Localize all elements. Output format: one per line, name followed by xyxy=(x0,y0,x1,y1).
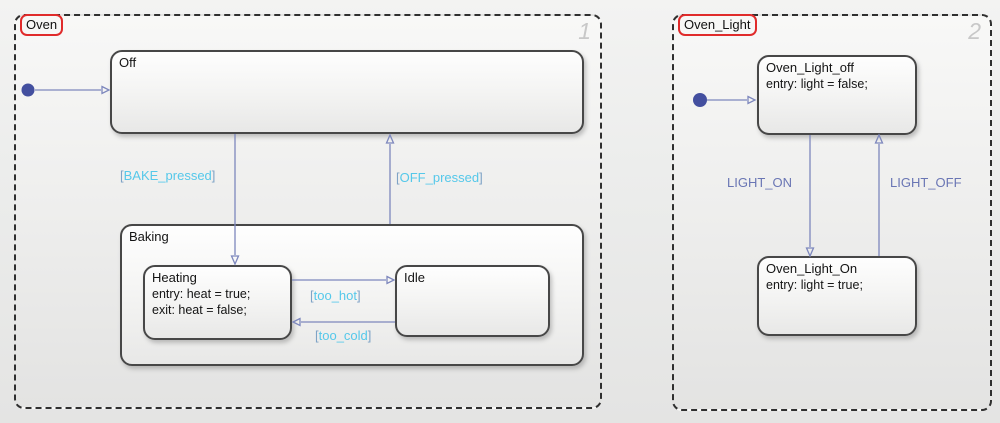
condition-text: too_hot xyxy=(313,288,357,303)
transition-label-too-hot[interactable]: [too_hot] xyxy=(310,289,361,303)
bracket-open: [ xyxy=(315,328,319,343)
bracket-open: [ xyxy=(310,288,314,303)
default-transition-dot xyxy=(693,93,707,107)
condition-text: OFF_pressed xyxy=(399,170,480,185)
oven-state-title[interactable]: Oven xyxy=(20,14,64,36)
transition-label-off-pressed[interactable]: [OFF_pressed] xyxy=(396,171,483,185)
state-oven-light-on-name: Oven_Light_On xyxy=(766,261,858,276)
bracket-open: [ xyxy=(120,168,124,183)
transition-label-bake-pressed[interactable]: [BAKE_pressed] xyxy=(120,169,215,183)
state-off[interactable]: Off xyxy=(110,50,584,134)
arrowhead-right-icon xyxy=(101,85,111,95)
state-idle-name: Idle xyxy=(404,270,425,285)
default-transition-dot xyxy=(21,83,35,97)
state-oven-light-off-name: Oven_Light_off xyxy=(766,60,854,75)
oven-light-state-title[interactable]: Oven_Light xyxy=(678,14,757,36)
arrowhead-up-icon xyxy=(385,133,395,144)
oven-parallel-state[interactable]: Oven 1 Off Baking Heating entry: heat = … xyxy=(14,14,602,409)
state-heating-exit-action: exit: heat = false; xyxy=(152,303,247,317)
state-baking-name: Baking xyxy=(129,229,169,244)
state-heating-entry-action: entry: heat = true; xyxy=(152,287,251,301)
arrowhead-down-icon xyxy=(805,247,815,258)
state-oven-light-on[interactable]: Oven_Light_On entry: light = true; xyxy=(757,256,917,336)
state-oven-light-off-entry-action: entry: light = false; xyxy=(766,77,868,91)
bracket-close: ] xyxy=(479,170,483,185)
transition-label-light-off[interactable]: LIGHT_OFF xyxy=(890,175,962,190)
condition-text: too_cold xyxy=(318,328,368,343)
state-heating[interactable]: Heating entry: heat = true; exit: heat =… xyxy=(143,265,292,340)
bracket-close: ] xyxy=(357,288,361,303)
state-idle[interactable]: Idle xyxy=(395,265,550,337)
state-heating-name: Heating xyxy=(152,270,197,285)
state-oven-light-on-entry-action: entry: light = true; xyxy=(766,278,863,292)
state-off-name: Off xyxy=(119,55,137,70)
arrowhead-up-icon xyxy=(874,133,884,144)
condition-text: BAKE_pressed xyxy=(123,168,212,183)
bracket-open: [ xyxy=(396,170,400,185)
oven-light-parallel-state[interactable]: Oven_Light 2 Oven_Light_off entry: light… xyxy=(672,14,992,411)
bracket-close: ] xyxy=(367,328,372,343)
oven-light-execution-order-badge: 2 xyxy=(968,18,981,44)
oven-execution-order-badge: 1 xyxy=(578,18,591,44)
state-oven-light-off[interactable]: Oven_Light_off entry: light = false; xyxy=(757,55,917,135)
bracket-close: ] xyxy=(211,168,216,183)
transition-label-too-cold[interactable]: [too_cold] xyxy=(315,329,371,343)
transition-label-light-on[interactable]: LIGHT_ON xyxy=(727,175,793,190)
arrowhead-right-icon xyxy=(747,95,757,105)
